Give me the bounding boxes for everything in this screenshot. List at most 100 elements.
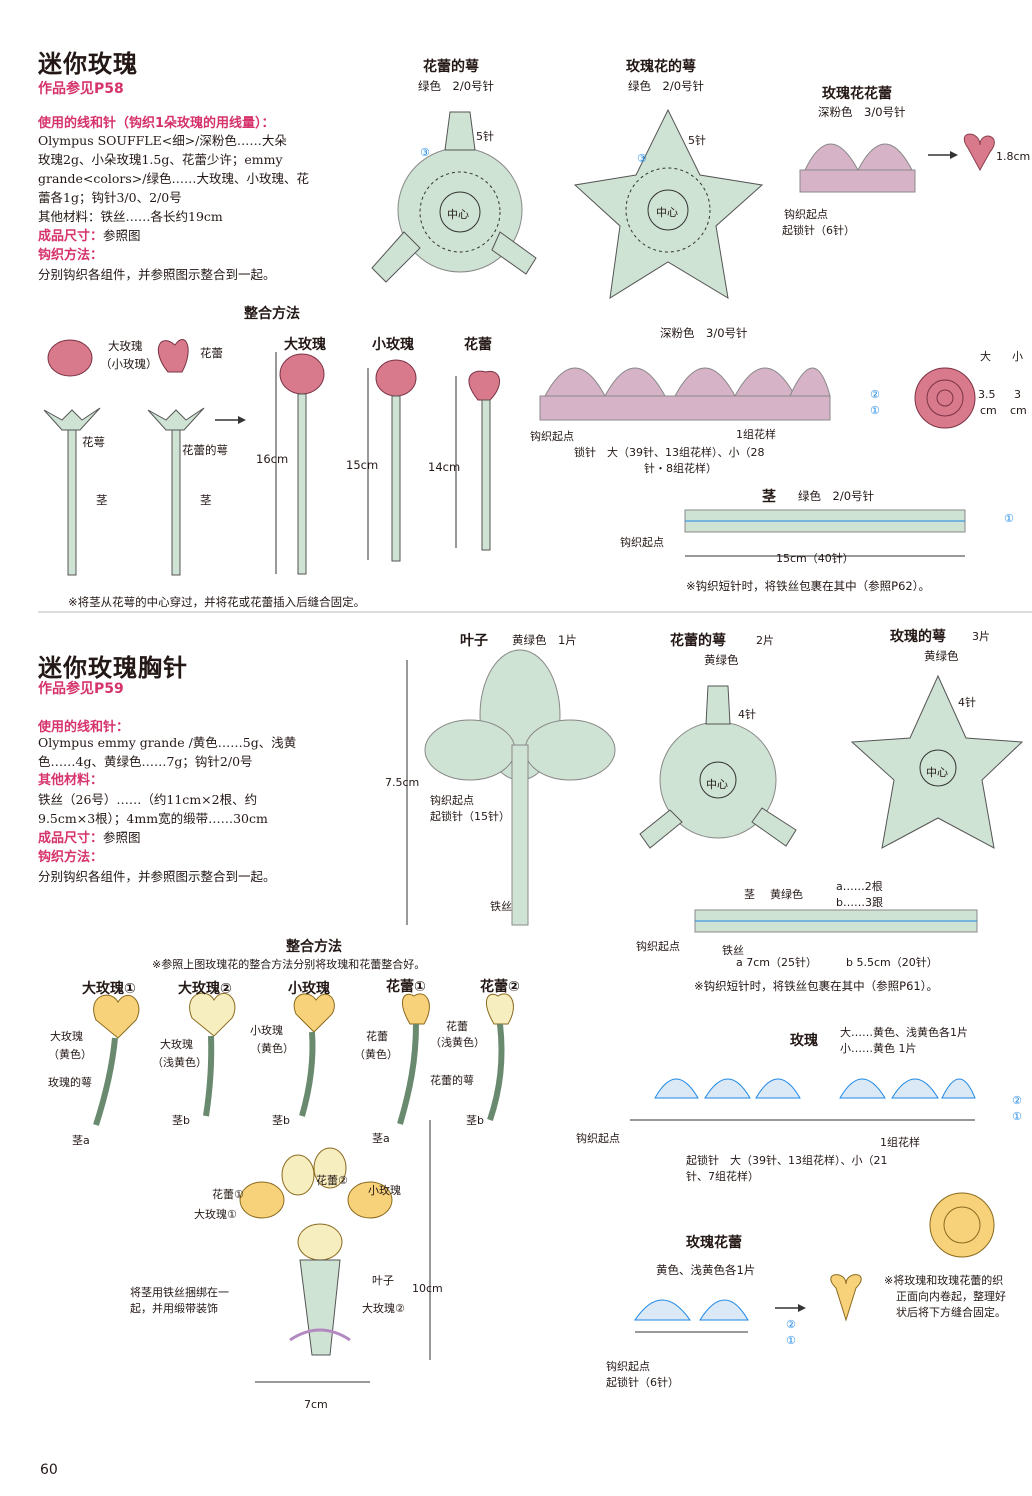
rose-strip-repeat: 1组花样 xyxy=(736,428,776,441)
brooch-rose-bud-start1: 钩织起点 xyxy=(606,1360,650,1373)
brooch-stem-b-len: b 5.5cm（20针） xyxy=(846,956,938,969)
bud-calyx-title: 花蕾的萼 xyxy=(423,59,479,75)
rose-strip-sub: 深粉色 3/0号针 xyxy=(660,326,748,340)
brooch-rose-line2: 针、7组花样） xyxy=(686,1170,759,1183)
brooch-flower-3: 小玫瑰 xyxy=(288,981,330,997)
brooch-yarn-heading: 使用的线和针： xyxy=(38,720,130,735)
brooch-flower-5: 花蕾② xyxy=(480,979,520,995)
brooch-rose-note3: 状后将下方缝合固定。 xyxy=(896,1306,1006,1319)
bouquet-height: 10cm xyxy=(412,1282,443,1295)
leaf-wire: 铁丝 xyxy=(490,900,512,913)
brooch-rose-bud-sub: 黄色、浅黄色各1片 xyxy=(656,1263,756,1277)
rose-calyx-round: ③ xyxy=(637,152,647,165)
brooch-assembly-title: 整合方法 xyxy=(286,939,342,955)
rose-strip-chart xyxy=(539,367,976,429)
leaf-size: 7.5cm xyxy=(385,776,420,789)
brooch-stem-b: b……3跟 xyxy=(836,896,883,909)
bouquet-tie2: 起，并用缎带装饰 xyxy=(130,1302,218,1315)
label-calyx: 花萼 xyxy=(82,435,105,449)
rose-bud-sub: 深粉色 3/0号针 xyxy=(818,105,906,119)
brooch-rose-note1: ※将玫瑰和玫瑰花蕾的织 xyxy=(884,1274,1004,1287)
brooch-flower-5-l1: 花蕾 xyxy=(446,1020,468,1033)
bud-calyx-chart xyxy=(371,111,537,283)
brooch-stem-note: ※钩织短针时，将铁丝包裹在其中（参照P61）。 xyxy=(694,979,938,993)
brooch-stem-sub: 黄绿色 xyxy=(770,888,803,901)
rose-calyx-title: 玫瑰花的萼 xyxy=(626,59,696,75)
brooch-rose-note2: 正面向内卷起，整理好 xyxy=(896,1290,1006,1303)
brooch-bud-calyx-chart xyxy=(639,685,797,849)
finished-big-rose: 大玫瑰 xyxy=(284,337,326,353)
finished-small-rose: 小玫瑰 xyxy=(372,337,414,353)
brooch-rose-title: 玫瑰 xyxy=(790,1033,818,1049)
top-diagrams xyxy=(38,108,1032,613)
brooch-flowers xyxy=(93,992,514,1126)
rose-strip-small: 小 xyxy=(1012,350,1023,363)
rose-calyx-count: 5针 xyxy=(688,134,706,147)
rose-calyx-chart xyxy=(573,108,764,299)
brooch-stem-chart xyxy=(694,909,978,933)
rose-bud-title: 玫瑰花花蕾 xyxy=(822,86,892,102)
brooch-details: Olympus emmy grande /黄色……5g、浅黄 色……4g、黄绿色… xyxy=(38,735,297,884)
brooch-flower-3-l1: 小玫瑰 xyxy=(250,1024,283,1037)
brooch-stem-wire: 铁丝 xyxy=(722,944,744,957)
brooch-flower-4-l2: （黄色） xyxy=(354,1048,398,1061)
bud-calyx-round: ③ xyxy=(420,146,430,159)
brooch-flower-1-l2: （黄色） xyxy=(48,1048,92,1061)
stem-chart xyxy=(684,509,966,557)
label-bud-calyx: 花蕾的萼 xyxy=(182,443,228,457)
bud-calyx-center: 中心 xyxy=(447,208,469,221)
brooch-rose-calyx-title: 玫瑰的萼 xyxy=(890,629,946,645)
label-stem: 茎 xyxy=(96,493,108,507)
top-footnote: ※将茎从花萼的中心穿过，并将花或花蕾插入后缝合固定。 xyxy=(68,595,366,609)
finished-bud: 花蕾 xyxy=(464,337,492,353)
brooch-flower-4-stem: 茎a xyxy=(372,1132,390,1145)
leaf-chart xyxy=(406,649,616,926)
brooch-rose-calyx-chart xyxy=(850,674,1024,849)
bouquet-tie1: 将茎用铁丝捆绑在一 xyxy=(130,1286,229,1299)
brooch-stem-a-len: a 7cm（25针） xyxy=(736,956,817,969)
bouquet-small: 小玫瑰 xyxy=(368,1184,401,1197)
bud-calyx-sub: 绿色 2/0号针 xyxy=(418,79,495,93)
rose-strip-big: 大 xyxy=(980,350,991,363)
rose-bud-size: 1.8cm xyxy=(996,150,1031,163)
bouquet-leaf: 叶子 xyxy=(372,1274,394,1287)
brooch-stem-title: 茎 xyxy=(744,888,755,901)
rose-calyx-sub: 绿色 2/0号针 xyxy=(628,79,705,93)
rose-strip-big-size: 3.5 xyxy=(978,388,996,401)
rose-strip-small-size: 3 xyxy=(1014,388,1021,401)
section-title-mini-rose: 迷你玫瑰 xyxy=(38,50,138,78)
assembly-title-top: 整合方法 xyxy=(244,306,300,322)
stem-sub: 绿色 2/0号针 xyxy=(798,489,875,503)
label-stem-2: 茎 xyxy=(200,493,212,507)
brooch-rose-big: 大……黄色、浅黄色各1片 xyxy=(840,1026,968,1039)
brooch-stem-a: a……2根 xyxy=(836,880,883,893)
bouquet-bud1: 花蕾① xyxy=(212,1188,244,1201)
brooch-rose-small: 小……黄色 1片 xyxy=(840,1042,917,1055)
bouquet-illustration xyxy=(239,1120,431,1383)
rose-strip-line1: 锁针 大（39针、13组花样）、小（28 xyxy=(574,446,765,459)
brooch-bud-calyx-center: 中心 xyxy=(706,778,728,791)
brooch-flower-2-l2: （浅黄色） xyxy=(152,1056,207,1069)
bud-calyx-count: 5针 xyxy=(476,130,494,143)
section-ref-brooch: 作品参见P59 xyxy=(38,681,124,697)
label-big-rose: 大玫瑰 xyxy=(108,339,143,353)
bouquet-big1: 大玫瑰① xyxy=(194,1208,237,1221)
stem-length: 15cm（40针） xyxy=(776,552,854,565)
brooch-flower-4: 花蕾① xyxy=(386,979,426,995)
brooch-bud-calyx-title: 花蕾的萼 xyxy=(670,633,726,649)
yarn-details: Olympus SOUFFLE<细>/深粉色……大朵 玫瑰2g、小朵玫瑰1.5g… xyxy=(38,133,309,282)
finished-bud-size: 14cm xyxy=(428,460,461,474)
label-bud: 花蕾 xyxy=(200,346,223,360)
brooch-assembly-note: ※参照上图玫瑰花的整合方法分别将玫瑰和花蕾整合好。 xyxy=(152,958,426,971)
brooch-bud-calyx-count: 4针 xyxy=(738,708,756,721)
brooch-flower-4-l1: 花蕾 xyxy=(366,1030,388,1043)
brooch-flower-5-l2: （浅黄色） xyxy=(430,1036,485,1049)
leaf-start2: 起锁针（15针） xyxy=(430,810,510,823)
rose-bud-chart xyxy=(799,133,995,193)
brooch-rose-calyx-sub: 黄绿色 xyxy=(924,649,959,663)
rose-strip-big-unit: cm xyxy=(980,404,997,417)
rose-bud-start2: 起锁针（6针） xyxy=(782,224,855,237)
brooch-rose-strip-chart xyxy=(630,1078,995,1258)
rose-strip-round1: ① xyxy=(870,404,880,417)
stem-title: 茎 xyxy=(762,489,776,505)
